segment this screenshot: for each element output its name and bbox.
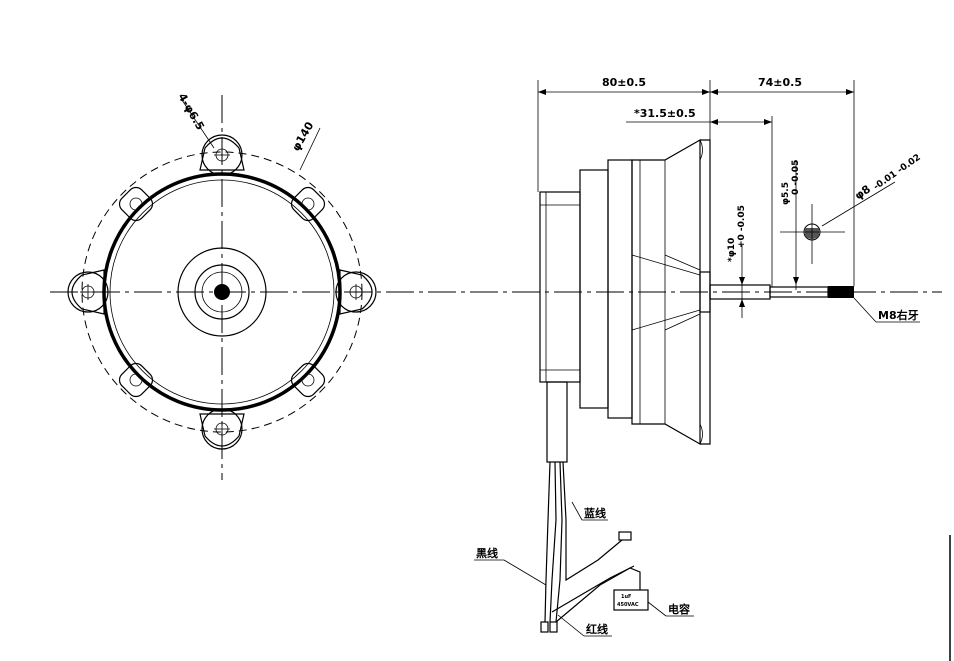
boss-bottom-left [118, 362, 154, 398]
capacitor-label: 电容 [668, 602, 690, 616]
capacitor [613, 589, 649, 611]
boss-bottom-right [290, 362, 326, 398]
mount-ear-bottom [199, 408, 245, 450]
black-wire-label: 黑线 [476, 546, 498, 560]
capacitor-text-2: 450VAC [617, 602, 639, 608]
shaft-tol-label: -0.01 -0.02 [872, 153, 923, 193]
stator-block [579, 169, 609, 409]
wiring: 1uF 450VAC 蓝线 黑线 红线 电容 [474, 461, 694, 637]
hub-inner [201, 271, 243, 313]
shaft-dia-label: φ8 [852, 182, 873, 202]
boss-top-right [290, 186, 326, 222]
wire-blue [555, 461, 563, 623]
housing-spokes [631, 254, 701, 331]
mount-ear-top [199, 134, 245, 176]
thread-label: M8右牙 [878, 308, 919, 322]
shaft-step-label: *31.5±0.5 [634, 107, 696, 120]
blue-wire-terminal [618, 531, 632, 541]
terminal-1 [540, 621, 549, 633]
shaft-thread [828, 286, 854, 298]
hub-middle [194, 264, 250, 320]
bolt-circle-label: φ140 [289, 119, 316, 153]
mount-hole-label: 4-φ6.5 [175, 91, 206, 132]
mount-ear-left [67, 269, 109, 315]
boss-dia-label: *φ10 [727, 238, 737, 262]
thread-leader [853, 297, 877, 323]
wire-blue-branch [562, 461, 623, 582]
capacitor-text-1: 1uF [621, 594, 631, 600]
blue-wire-label: 蓝线 [584, 506, 606, 520]
side-view [539, 138, 854, 463]
mount-hole-leader [181, 99, 215, 149]
terminal-2 [549, 621, 558, 633]
wire-red [549, 461, 557, 623]
shaft-end [214, 284, 230, 300]
red-wire-label: 红线 [586, 622, 608, 636]
hub-outer [177, 247, 267, 337]
shaft-dia-leader [821, 181, 896, 227]
flat-tol-label: 0 -0.05 [791, 160, 801, 195]
wire-black [544, 461, 551, 623]
boss-tol-label: +0 -0.05 [737, 205, 747, 248]
flat-dia-label: φ5.5 [781, 182, 791, 205]
stator-ring [607, 159, 633, 419]
side-dimensions: 80±0.5 74±0.5 *31.5±0.5 φ5.5 0 -0.05 *φ1… [537, 76, 951, 661]
wire-sleeve [546, 381, 568, 463]
mount-ear-right [335, 269, 377, 315]
housing-inner-ring [109, 179, 335, 405]
front-view: 4-φ6.5 φ140 [50, 91, 942, 480]
bolt-circle-leader [299, 127, 321, 171]
shaft-length-label: 74±0.5 [758, 76, 802, 89]
boss-top-left [118, 186, 154, 222]
wire-cap-lead-2 [551, 565, 635, 613]
length-label: 80±0.5 [602, 76, 646, 89]
